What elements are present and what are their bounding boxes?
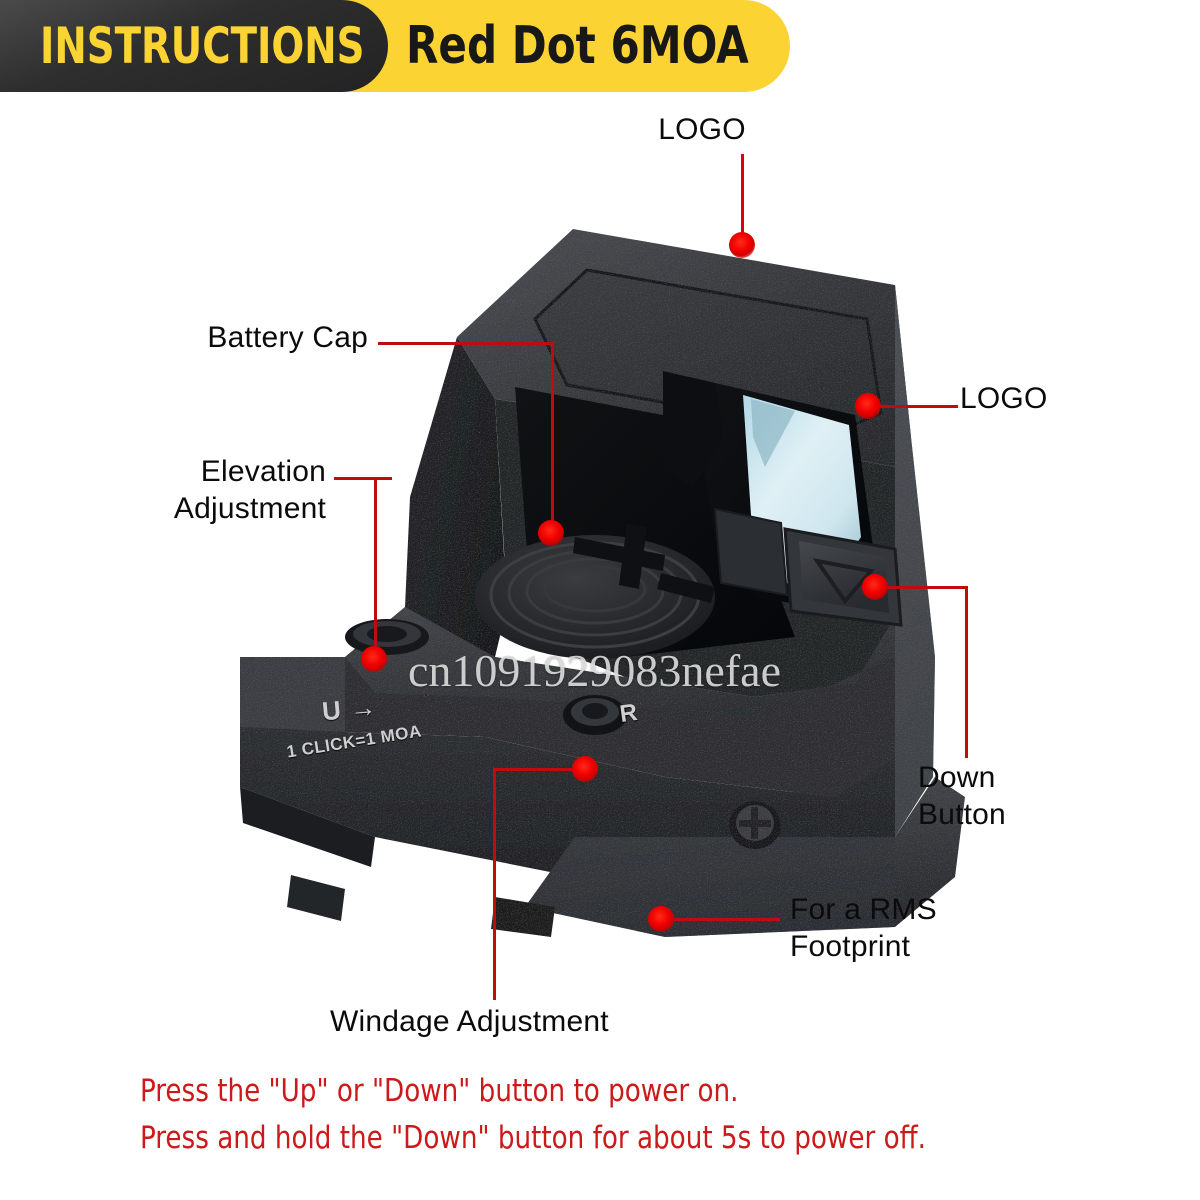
callout-dot-down-button [862,574,888,600]
watermark-text: cn1091929083nefae [408,645,781,696]
callout-dot-elevation [361,646,387,672]
callout-dot-rms-footprint [648,906,674,932]
banner-dark-plate [0,0,388,92]
callout-dot-battery-cap [538,520,564,546]
annotation-label-battery-cap: Battery Cap [207,321,368,354]
red-dot-sight-image [195,137,965,937]
leader-line-battery-cap-h [378,342,554,345]
banner-badge-label: INSTRUCTIONS [40,17,365,75]
leader-line-battery-cap-v [551,342,554,538]
sight-turret-deck [345,607,895,797]
power-instructions: Press the "Up" or "Down" button to power… [140,1068,1160,1162]
annotation-label-windage: Windage Adjustment [330,1005,609,1038]
banner-product-title: Red Dot 6MOA [406,16,749,76]
annotation-label-logo-top: LOGO [658,113,746,146]
annotation-label-logo-side: LOGO [960,382,1048,415]
sight-left-tab [287,875,345,921]
battery-compartment [475,523,715,659]
sight-inner-post [663,371,723,489]
mount-screw [729,801,781,849]
callout-dot-logo-side [855,393,881,419]
elevation-direction-marking: U → [320,691,379,727]
instructions-banner: INSTRUCTIONS Red Dot 6MOA [0,0,790,92]
leader-line-down-button-v [965,586,968,758]
power-on-note: Press the "Up" or "Down" button to power… [140,1073,739,1109]
power-off-note: Press and hold the "Down" button for abo… [140,1120,927,1157]
up-button-pad [713,507,789,597]
callout-dot-logo-top [729,232,755,258]
leader-line-windage-v [493,768,496,1000]
sight-left-foot [240,787,375,867]
callout-dot-windage [572,756,598,782]
leader-line-rms-footprint [674,918,780,921]
leader-line-windage-h [493,768,585,771]
elevation-turret [345,619,429,655]
leader-line-logo-side [880,405,958,408]
windage-turret [563,695,627,735]
leader-line-down-button-h [886,586,968,589]
leader-line-logo-top [741,154,744,240]
windage-direction-marking: R [618,698,640,729]
annotation-label-rms-footprint: For a RMS Footprint [790,893,937,963]
leader-line-elevation-v [374,477,377,657]
annotation-label-elevation: Elevation Adjustment [173,455,326,525]
annotation-label-down-button: Down Button [918,761,1006,831]
diagram-stage: U → 1 CLICK=1 MOA R cn1091929083nefae LO… [0,92,1200,1072]
leader-line-elevation-h [334,477,392,480]
sight-illustration [240,229,965,937]
mount-rail [491,777,965,937]
